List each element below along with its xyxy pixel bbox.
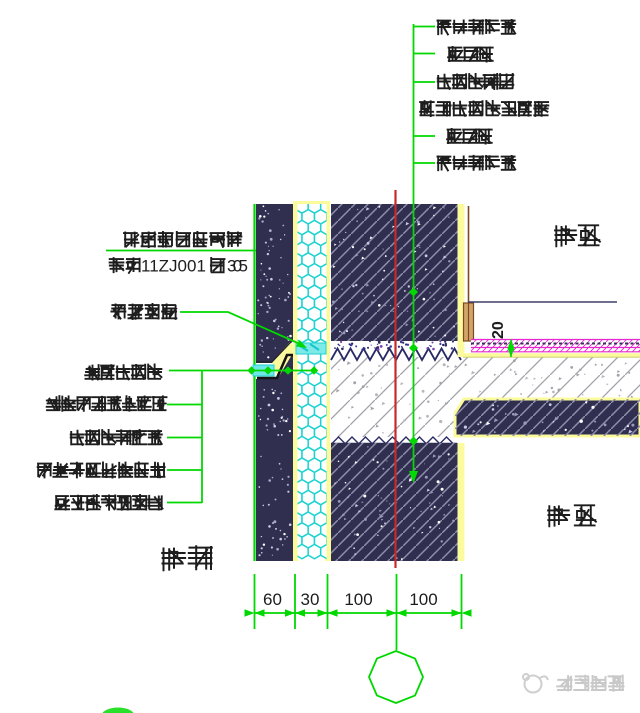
svg-text:60: 60	[263, 590, 282, 609]
svg-text:305: 305	[227, 257, 248, 276]
svg-text:11ZJ001: 11ZJ001	[141, 257, 206, 276]
svg-text:20: 20	[490, 321, 507, 339]
svg-text:30: 30	[301, 590, 320, 609]
svg-text:100: 100	[409, 590, 437, 609]
svg-text:100: 100	[344, 590, 372, 609]
